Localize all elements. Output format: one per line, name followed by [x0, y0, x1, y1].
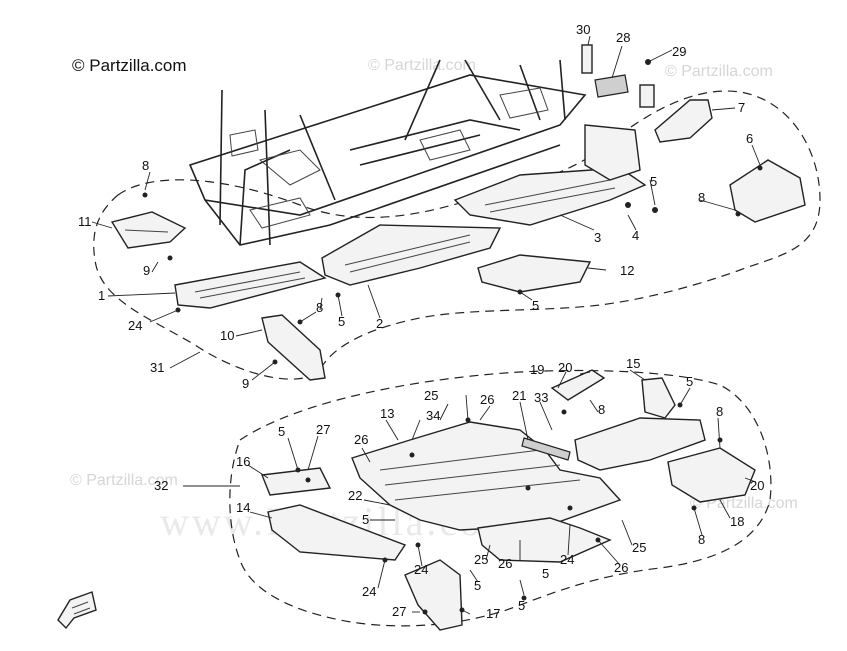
callout-8: 8 [598, 402, 605, 417]
callout-24: 24 [414, 562, 428, 577]
part-25-plate [477, 517, 612, 563]
part-14-plate [267, 504, 407, 561]
upper-bolts [142, 59, 763, 365]
part-29-clip [639, 84, 655, 108]
part-15-rear-plate [574, 417, 706, 471]
callout-8: 8 [698, 190, 705, 205]
callout-8: 8 [316, 300, 323, 315]
callout-1: 1 [98, 288, 105, 303]
callout-11: 11 [78, 214, 92, 229]
boundary-group-32 [229, 369, 772, 627]
callout-7: 7 [738, 100, 745, 115]
callout-27: 27 [392, 604, 406, 619]
callout-16: 16 [236, 454, 250, 469]
callout-8: 8 [716, 404, 723, 419]
callout-5: 5 [338, 314, 345, 329]
callout-32: 32 [154, 478, 168, 493]
callout-21: 21 [512, 388, 526, 403]
callout-24: 24 [560, 552, 574, 567]
callout-9: 9 [242, 376, 249, 391]
callout-19: 19 [530, 362, 544, 377]
upper-callouts: 8 11 9 1 24 10 8 9 31 5 2 5 12 3 4 5 8 7… [78, 22, 753, 391]
callout-5: 5 [686, 374, 693, 389]
part-10-guard [261, 314, 326, 381]
callout-26: 26 [614, 560, 628, 575]
callout-25: 25 [632, 540, 646, 555]
upper-leader-lines [91, 35, 761, 381]
boundary-group-31 [93, 90, 821, 380]
callout-12: 12 [620, 263, 634, 278]
copyright-label: © Partzilla.com [72, 56, 187, 75]
callout-33: 33 [534, 390, 548, 405]
part-11-panel [110, 211, 187, 249]
callout-25: 25 [424, 388, 438, 403]
lower-callouts: 32 5 27 16 14 26 13 34 25 26 21 33 19 20… [154, 356, 764, 621]
callout-20: 20 [750, 478, 764, 493]
callout-10: 10 [220, 328, 234, 343]
lower-leader-lines [183, 369, 757, 615]
part-2-center-plate [321, 224, 502, 286]
callout-27: 27 [316, 422, 330, 437]
lower-bolts [295, 402, 723, 615]
callout-15: 15 [626, 356, 640, 371]
callout-14: 14 [236, 500, 250, 515]
callout-4: 4 [632, 228, 639, 243]
callout-20: 20 [558, 360, 572, 375]
callout-13: 13 [380, 406, 394, 421]
callout-5: 5 [542, 566, 549, 581]
part-1-footrest [174, 261, 327, 309]
callout-34: 34 [426, 408, 440, 423]
callout-18: 18 [730, 514, 744, 529]
callout-2: 2 [376, 316, 383, 331]
callout-17: 17 [486, 606, 500, 621]
callout-5: 5 [278, 424, 285, 439]
callout-8: 8 [142, 158, 149, 173]
part-17-plate [404, 559, 463, 631]
part-7-bracket [654, 99, 713, 143]
callout-24: 24 [128, 318, 142, 333]
callout-22: 22 [348, 488, 362, 503]
part-13-main-plate [351, 421, 622, 531]
callout-26: 26 [354, 432, 368, 447]
callout-26: 26 [498, 556, 512, 571]
callout-30: 30 [576, 22, 590, 37]
callout-31: 31 [150, 360, 164, 375]
part-19-clip [550, 369, 606, 401]
part-12-rear-plate [477, 254, 592, 293]
part-15-bracket [641, 377, 676, 419]
callout-26: 26 [480, 392, 494, 407]
watermark-text: © Partzilla.com [70, 472, 178, 489]
watermark-text: © Partzilla.com [368, 57, 476, 74]
part-6-guard [729, 159, 806, 223]
callout-29: 29 [672, 44, 686, 59]
callout-6: 6 [746, 131, 753, 146]
callout-8: 8 [698, 532, 705, 547]
part-21-bar [521, 437, 571, 461]
callout-28: 28 [616, 30, 630, 45]
callout-25: 25 [474, 552, 488, 567]
callout-5: 5 [518, 598, 525, 613]
callout-5: 5 [474, 578, 481, 593]
callout-5: 5 [362, 512, 369, 527]
part-16-plate [261, 467, 332, 496]
front-direction-arrow-icon [57, 591, 97, 630]
callout-24: 24 [362, 584, 376, 599]
part-28-pad [594, 74, 629, 98]
watermark-text: © Partzilla.com [665, 63, 773, 80]
part-3-rear-fender [584, 124, 641, 181]
callout-9: 9 [143, 263, 150, 278]
part-30-bolt-plate [581, 44, 593, 74]
frame-assembly [188, 59, 587, 246]
callout-3: 3 [594, 230, 601, 245]
callout-5: 5 [532, 298, 539, 313]
part-18-plate [667, 447, 756, 503]
callout-5: 5 [650, 174, 657, 189]
